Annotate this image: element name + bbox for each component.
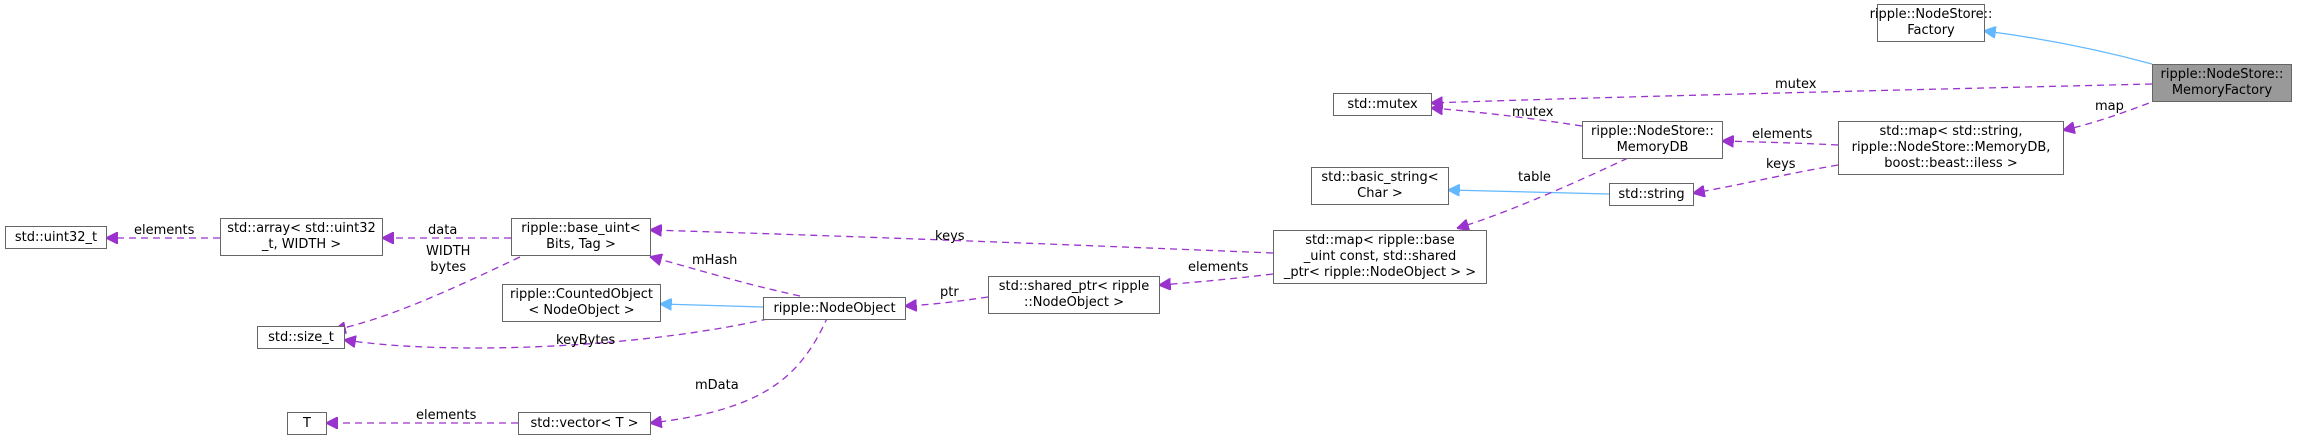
edge-label-elements-shared: elements bbox=[1188, 260, 1249, 275]
edge-label-elements-db: elements bbox=[1752, 127, 1813, 142]
edge-label-bytes: bytes bbox=[430, 260, 467, 275]
edge-ptr bbox=[906, 296, 989, 306]
edge-elements-db bbox=[1723, 141, 1839, 145]
edge-counted-object-inheritance bbox=[661, 304, 764, 307]
edge-mutex-db bbox=[1432, 108, 1583, 127]
edge-label-table: table bbox=[1518, 170, 1551, 185]
node-basic-string[interactable]: std::basic_string< Char > bbox=[1311, 167, 1449, 205]
node-mutex[interactable]: std::mutex bbox=[1333, 93, 1432, 116]
node-array-line-1: std::array< std::uint32 bbox=[227, 221, 376, 236]
node-t[interactable]: T bbox=[287, 412, 327, 435]
node-shared-ptr-line-1: std::shared_ptr< ripple bbox=[998, 279, 1150, 294]
node-map-string[interactable]: std::map< std::string, ripple::NodeStore… bbox=[1838, 121, 2064, 175]
node-size-t[interactable]: std::size_t bbox=[257, 326, 345, 349]
edge-label-width: WIDTH bbox=[426, 244, 471, 259]
node-mutex-line-1: std::mutex bbox=[1347, 96, 1418, 112]
node-size-t-line-1: std::size_t bbox=[268, 329, 334, 345]
edge-label-ptr: ptr bbox=[940, 285, 959, 300]
node-factory-line-2: Factory bbox=[1907, 23, 1955, 38]
node-map-string-line-2: ripple::NodeStore::MemoryDB, bbox=[1851, 140, 2051, 155]
node-memorydb-line-1: ripple::NodeStore:: bbox=[1591, 124, 1714, 139]
node-counted-object-line-2: < NodeObject > bbox=[528, 303, 635, 318]
node-node-object-line-1: ripple::NodeObject bbox=[773, 300, 896, 316]
node-map-base-uint[interactable]: std::map< ripple::base _uint const, std:… bbox=[1273, 230, 1487, 284]
node-uint32[interactable]: std::uint32_t bbox=[5, 226, 107, 249]
node-memorydb[interactable]: ripple::NodeStore:: MemoryDB bbox=[1582, 121, 1723, 159]
node-map-string-line-1: std::map< std::string, bbox=[1879, 124, 2023, 139]
node-counted-object-line-1: ripple::CountedObject bbox=[509, 287, 654, 302]
node-memory-factory[interactable]: ripple::NodeStore:: MemoryFactory bbox=[2152, 64, 2292, 102]
edge-label-keybytes: keyBytes bbox=[556, 333, 616, 348]
node-map-base-uint-line-2: _uint const, std::shared bbox=[1303, 249, 1457, 264]
node-array-line-2: _t, WIDTH > bbox=[261, 237, 342, 252]
node-factory-line-1: ripple::NodeStore:: bbox=[1869, 7, 1993, 22]
node-string[interactable]: std::string bbox=[1609, 183, 1694, 206]
node-shared-ptr[interactable]: std::shared_ptr< ripple ::NodeObject > bbox=[988, 276, 1160, 314]
edge-label-width-bytes: WIDTH bytes bbox=[426, 244, 470, 276]
node-base-uint-line-1: ripple::base_uint< bbox=[521, 221, 641, 236]
edge-label-elements-t: elements bbox=[416, 408, 477, 423]
edge-label-mutex-db: mutex bbox=[1512, 105, 1554, 120]
edge-label-mdata: mData bbox=[695, 378, 739, 393]
node-counted-object[interactable]: ripple::CountedObject < NodeObject > bbox=[502, 284, 661, 322]
edge-label-map: map bbox=[2095, 99, 2124, 114]
node-map-string-line-3: boost::beast::iless > bbox=[1884, 156, 2018, 171]
edge-label-keys-string: keys bbox=[1766, 157, 1796, 172]
edge-map-factory bbox=[2064, 98, 2161, 130]
node-vector[interactable]: std::vector< T > bbox=[518, 412, 651, 435]
node-map-base-uint-line-3: _ptr< ripple::NodeObject > > bbox=[1283, 265, 1477, 280]
node-memory-factory-line-1: ripple::NodeStore:: bbox=[2160, 67, 2284, 82]
node-uint32-line-1: std::uint32_t bbox=[14, 229, 98, 245]
node-factory[interactable]: ripple::NodeStore:: Factory bbox=[1870, 4, 1992, 42]
edge-factory-inheritance bbox=[1985, 31, 2153, 65]
node-vector-line-1: std::vector< T > bbox=[530, 415, 639, 431]
edge-width-bytes bbox=[335, 256, 521, 330]
edge-table bbox=[1458, 157, 1629, 228]
edge-label-data: data bbox=[428, 223, 458, 238]
edge-label-mutex-factory: mutex bbox=[1775, 77, 1817, 92]
node-shared-ptr-line-2: ::NodeObject > bbox=[1023, 295, 1125, 310]
node-array[interactable]: std::array< std::uint32 _t, WIDTH > bbox=[220, 218, 383, 256]
node-base-uint-line-2: Bits, Tag > bbox=[546, 237, 616, 252]
edge-keybytes bbox=[345, 315, 781, 349]
edge-elements-shared bbox=[1160, 273, 1274, 285]
node-map-base-uint-line-1: std::map< ripple::base bbox=[1305, 233, 1455, 248]
node-memorydb-line-2: MemoryDB bbox=[1616, 140, 1689, 155]
edge-mutex-factory bbox=[1432, 83, 2153, 103]
edge-mhash bbox=[651, 257, 801, 297]
edge-keys-string bbox=[1694, 164, 1839, 193]
node-base-uint[interactable]: ripple::base_uint< Bits, Tag > bbox=[511, 218, 651, 256]
edge-basic-string-inheritance bbox=[1449, 190, 1610, 194]
node-string-line-1: std::string bbox=[1618, 186, 1685, 202]
node-basic-string-line-1: std::basic_string< bbox=[1321, 170, 1439, 185]
node-t-line-1: T bbox=[303, 415, 311, 431]
edge-label-keys-base: keys bbox=[935, 229, 965, 244]
edge-label-elements-uint32: elements bbox=[134, 223, 195, 238]
edge-label-mhash: mHash bbox=[692, 253, 738, 268]
node-memory-factory-line-2: MemoryFactory bbox=[2171, 83, 2273, 98]
node-node-object[interactable]: ripple::NodeObject bbox=[763, 297, 906, 320]
edge-mdata bbox=[651, 315, 829, 423]
node-basic-string-line-2: Char > bbox=[1357, 186, 1403, 201]
